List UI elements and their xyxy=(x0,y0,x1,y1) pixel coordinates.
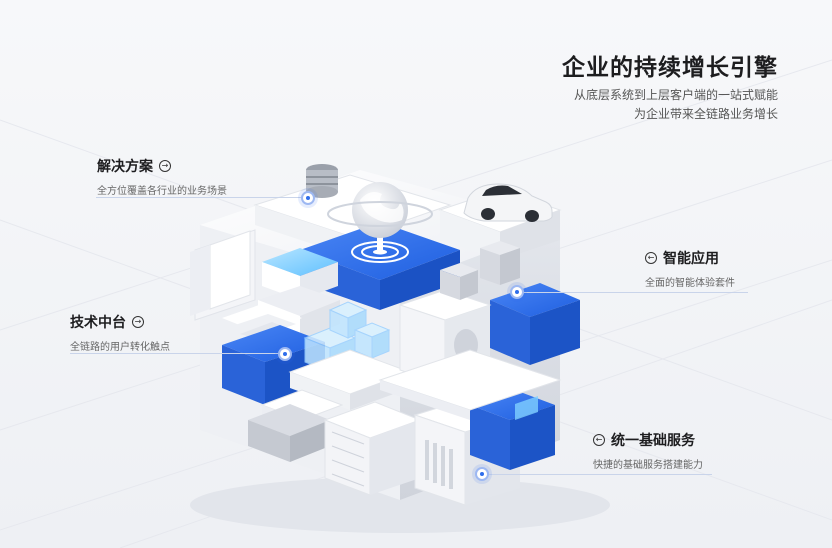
callout-smart-apps-title-row[interactable]: ← 智能应用 xyxy=(645,248,735,268)
callout-tech-platform[interactable]: 技术中台 → 全链路的用户转化触点 xyxy=(70,312,170,353)
arrow-right-circle-icon: → xyxy=(132,316,144,328)
leader-line-solutions xyxy=(96,197,306,198)
leader-line-tech-platform xyxy=(70,353,285,354)
hotspot-smart-apps[interactable] xyxy=(510,285,524,299)
callout-solutions[interactable]: 解决方案 → 全方位覆盖各行业的业务场景 xyxy=(97,156,227,197)
leader-line-smart-apps xyxy=(520,292,748,293)
callout-infra[interactable]: ← 统一基础服务 快捷的基础服务搭建能力 xyxy=(593,430,703,471)
callout-smart-apps-desc: 全面的智能体验套件 xyxy=(645,278,735,289)
callout-infra-title: 统一基础服务 xyxy=(611,433,695,449)
hotspot-solutions[interactable] xyxy=(301,191,315,205)
callout-tech-platform-title: 技术中台 xyxy=(70,315,126,331)
hotspot-tech-platform[interactable] xyxy=(278,347,292,361)
arrow-right-circle-icon: → xyxy=(159,160,171,172)
page-title: 企业的持续增长引擎 xyxy=(562,55,778,81)
subtitle-line-2: 为企业带来全链路业务增长 xyxy=(633,107,778,121)
arrow-left-circle-icon: ← xyxy=(645,252,657,264)
callout-infra-desc: 快捷的基础服务搭建能力 xyxy=(593,460,703,471)
callout-solutions-desc: 全方位覆盖各行业的业务场景 xyxy=(97,186,227,197)
callout-infra-title-row[interactable]: ← 统一基础服务 xyxy=(593,430,703,450)
hotspot-infra[interactable] xyxy=(475,467,489,481)
callout-solutions-title: 解决方案 xyxy=(97,159,153,175)
subtitle-line-1: 从底层系统到上层客户端的一站式赋能 xyxy=(573,88,778,102)
callout-smart-apps-title: 智能应用 xyxy=(663,251,719,267)
arrow-left-circle-icon: ← xyxy=(593,434,605,446)
leader-line-infra xyxy=(482,474,712,475)
callout-smart-apps[interactable]: ← 智能应用 全面的智能体验套件 xyxy=(645,248,735,289)
callout-tech-platform-title-row[interactable]: 技术中台 → xyxy=(70,312,170,332)
callout-solutions-title-row[interactable]: 解决方案 → xyxy=(97,156,227,176)
callout-tech-platform-desc: 全链路的用户转化触点 xyxy=(70,342,170,353)
page-subtitle: 从底层系统到上层客户端的一站式赋能 为企业带来全链路业务增长 xyxy=(574,86,778,124)
